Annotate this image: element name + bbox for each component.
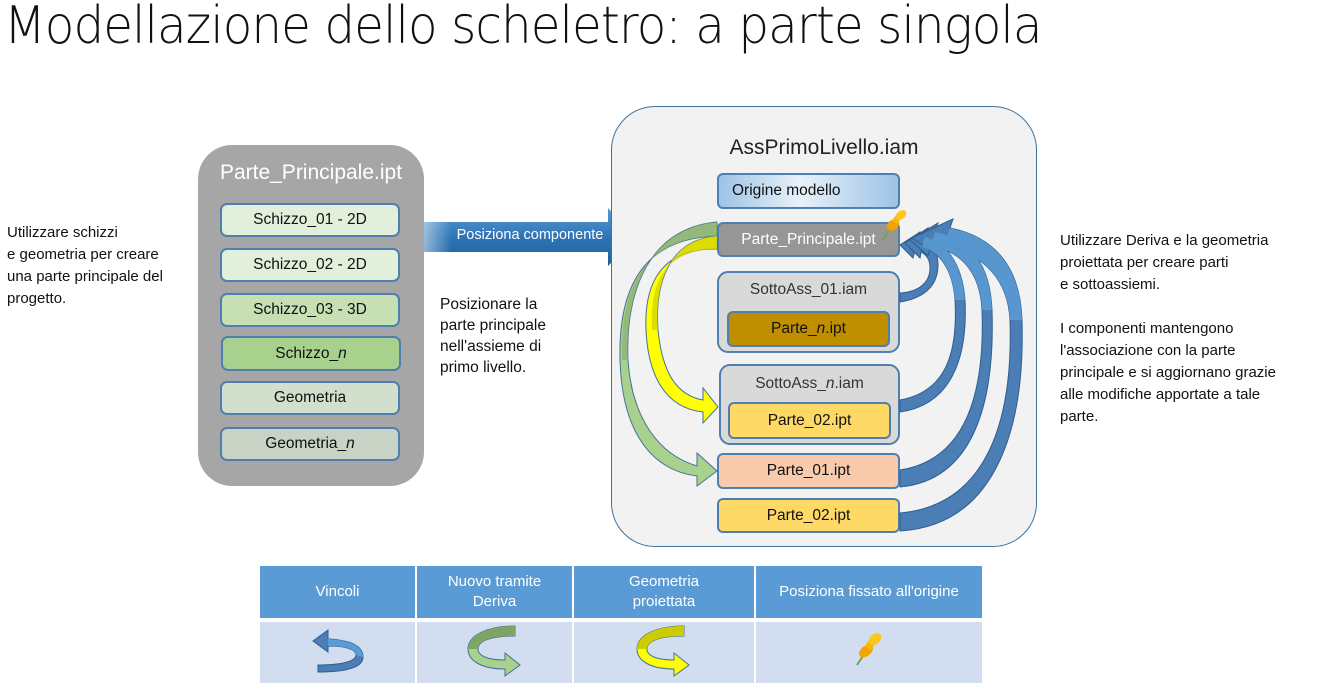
green-derive-arrow-icon <box>466 625 521 677</box>
main-part-instance-label: Parte_Principale.ipt <box>741 230 876 248</box>
legend-header-row: Vincoli Nuovo tramite Deriva Geometria p… <box>260 566 982 618</box>
blue-constraint-arrow-icon <box>311 629 364 673</box>
legend-cell-grounded <box>756 618 982 683</box>
feature-label: Schizzo_ <box>275 344 339 362</box>
subassembly-n-part[interactable]: Parte_02.ipt <box>728 402 891 439</box>
part-02-instance[interactable]: Parte_02.ipt <box>717 498 900 533</box>
part-label: Parte_02.ipt <box>767 411 852 429</box>
part-label: Parte_01.ipt <box>766 462 851 479</box>
note-right: Utilizzare Deriva e la geometria proiett… <box>1060 232 1276 425</box>
feature-sketch-02[interactable]: Schizzo_02 - 2D <box>220 248 400 282</box>
title-italic: n <box>825 375 835 392</box>
model-origin-box[interactable]: Origine modello <box>717 173 900 209</box>
note-middle: Posizionare la parte principale nell'ass… <box>440 296 546 376</box>
feature-label: Schizzo_01 - 2D <box>253 211 367 228</box>
subassembly-n[interactable]: SottoAss_n.iam Parte_02.ipt <box>719 364 900 445</box>
feature-label: Geometria_ <box>265 435 347 452</box>
place-component-arrow <box>424 208 636 266</box>
feature-label: Schizzo_03 - 3D <box>253 301 367 318</box>
feature-label-italic: n <box>346 435 355 452</box>
yellow-projected-geometry-arrow-icon <box>636 625 690 677</box>
feature-label: Schizzo_02 - 2D <box>253 256 367 273</box>
subassembly-01-title: SottoAss_01.iam <box>749 281 868 298</box>
legend-header-projected: Geometria proiettata <box>574 566 754 618</box>
main-part-instance[interactable]: Parte_Principale.ipt <box>717 222 900 257</box>
feature-geometry-n[interactable]: Geometria_n <box>220 427 400 461</box>
legend-header-grounded: Posiziona fissato all'origine <box>756 566 982 618</box>
feature-sketch-01[interactable]: Schizzo_01 - 2D <box>220 203 400 237</box>
title-suffix: .iam <box>834 375 864 392</box>
feature-sketch-03[interactable]: Schizzo_03 - 3D <box>220 293 400 327</box>
part-label: Parte_ <box>771 320 817 337</box>
legend-cell-projected <box>574 618 754 683</box>
feature-label-italic: n <box>338 344 347 362</box>
subassembly-01-part[interactable]: Parte_n.ipt <box>727 311 890 347</box>
assembly-title: AssPrimoLivello.iam <box>729 136 919 159</box>
legend-cell-derive <box>417 618 572 683</box>
subassembly-n-title: SottoAss_n.iam <box>721 375 898 393</box>
legend-cell-constraints <box>260 618 415 683</box>
title-prefix: SottoAss_ <box>755 375 826 392</box>
legend-header-constraints: Vincoli <box>260 566 415 618</box>
legend-header-derive: Nuovo tramite Deriva <box>417 566 572 618</box>
part-label-suffix: .ipt <box>825 320 846 337</box>
origin-label: Origine modello <box>732 182 841 199</box>
part-label: Parte_02.ipt <box>766 506 851 524</box>
feature-sketch-n[interactable]: Schizzo_n <box>221 336 401 371</box>
legend-icon-row <box>260 618 982 683</box>
note-left: Utilizzare schizzi e geometria per crear… <box>7 224 163 307</box>
place-component-label: Posiziona componente <box>456 227 604 243</box>
feature-geometry[interactable]: Geometria <box>220 381 400 415</box>
subassembly-01[interactable]: SottoAss_01.iam Parte_n.ipt <box>717 271 900 353</box>
main-part-card: Parte_Principale.ipt Schizzo_01 - 2D Sch… <box>198 145 424 486</box>
slide-title: Modellazione dello scheletro: a parte si… <box>4 0 1042 56</box>
part-label-italic: n <box>816 320 826 337</box>
part-01-instance[interactable]: Parte_01.ipt <box>717 453 900 489</box>
pushpin-icon <box>856 633 882 666</box>
legend-table: Vincoli Nuovo tramite Deriva Geometria p… <box>258 566 984 683</box>
feature-label: Geometria <box>273 389 347 406</box>
main-part-title: Parte_Principale.ipt <box>219 161 403 184</box>
